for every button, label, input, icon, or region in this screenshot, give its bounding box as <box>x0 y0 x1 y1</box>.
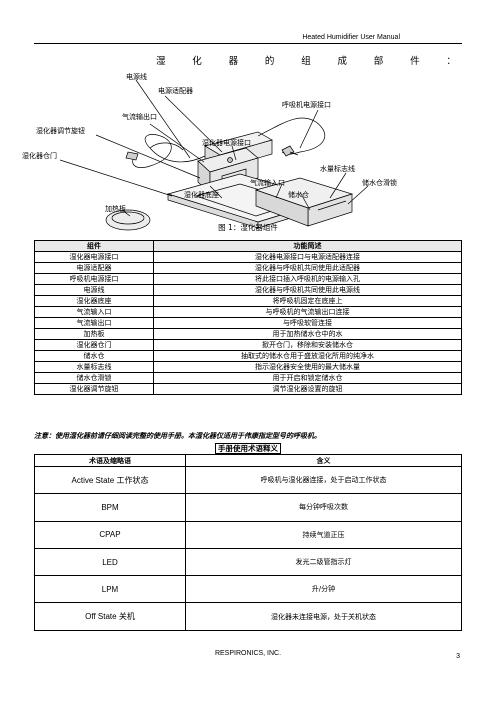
term: CPAP <box>34 520 186 549</box>
page-number: 3 <box>456 653 460 660</box>
callout-base: 湿化器底座 <box>184 191 219 199</box>
header-divider <box>34 43 462 44</box>
table-header-cell: 含义 <box>185 454 462 467</box>
table-header-cell: 术语及缩略语 <box>34 454 186 467</box>
term-meaning: 湿化器未连接电源，处于关机状态 <box>185 602 462 631</box>
table-header-cell: 组件 <box>34 240 154 252</box>
callout-air-inlet: 气流输入口 <box>250 179 285 187</box>
table-row: 储水仓抽取式的储水仓用于盛放湿化所用的纯净水 <box>34 350 462 362</box>
callout-tank: 储水仓 <box>288 191 309 199</box>
table-row: 电源线湿化器与呼吸机共同使用此电源线 <box>34 284 462 296</box>
component-description: 与呼吸软管连接 <box>153 317 462 329</box>
component-description: 调节湿化器设置的旋钮 <box>153 383 462 395</box>
terms-title: 手册使用术语释义 <box>0 443 496 454</box>
term: LED <box>34 547 186 577</box>
humidifier-illustration <box>59 79 369 231</box>
component-description: 掀开仓门，移除和安装储水仓 <box>153 339 462 351</box>
component-name: 加热板 <box>34 328 154 340</box>
section-title-char: 组 <box>301 56 311 67</box>
header-title: Heated Humidifier User Manual <box>302 34 400 41</box>
table-row: Active State 工作状态呼吸机与湿化器连接，处于启动工作状态 <box>34 465 462 495</box>
component-name: 电源线 <box>34 284 154 296</box>
section-title: 湿 化 器 的 组 成 部 件 ： <box>156 53 456 67</box>
components-table: 组件 功能简述 湿化器电源接口湿化器电源接口与电源适配器连接 电源适配器湿化器与… <box>34 240 462 395</box>
table-row: 水量标志线指示湿化器安全使用的最大储水量 <box>34 361 462 373</box>
figure-caption: 图 1：湿化器组件 <box>218 223 278 232</box>
table-row: 气流输出口与呼吸软管连接 <box>34 317 462 329</box>
table-row: 电源适配器湿化器与呼吸机共同使用此适配器 <box>34 262 462 274</box>
component-description: 将呼吸机固定在底座上 <box>153 295 462 307</box>
usage-note: 注意：使用湿化器前请仔细阅读完整的使用手册。本湿化器仅适用于伟康指定型号的呼吸机… <box>34 432 321 440</box>
term-meaning: 发光二级管指示灯 <box>185 547 462 577</box>
section-title-char: 件 <box>410 56 420 67</box>
component-description: 湿化器电源接口与电源适配器连接 <box>153 251 462 263</box>
table-row: 呼吸机电源接口将此接口插入呼吸机的电源输入孔 <box>34 273 462 285</box>
section-title-char: 成 <box>337 56 347 67</box>
table-header-row: 组件 功能简述 <box>34 240 462 252</box>
term-meaning: 每分钟呼吸次数 <box>185 493 462 522</box>
component-name: 呼吸机电源接口 <box>34 273 154 285</box>
component-name: 湿化器仓门 <box>34 339 154 351</box>
table-header-row: 术语及缩略语 含义 <box>34 454 462 467</box>
table-row: 气流输入口与呼吸机的气流输出口连接 <box>34 306 462 318</box>
callout-humidifier-power-inlet: 湿化器电源接口 <box>202 139 251 147</box>
callout-heater-plate: 加热板 <box>105 205 126 213</box>
component-name: 储水仓滑锁 <box>34 372 154 384</box>
component-name: 气流输出口 <box>34 317 154 329</box>
component-description: 将此接口插入呼吸机的电源输入孔 <box>153 273 462 285</box>
term: BPM <box>34 493 186 522</box>
term-meaning: 呼吸机与湿化器连接，处于启动工作状态 <box>185 465 462 495</box>
term: Active State 工作状态 <box>34 465 186 495</box>
component-name: 水量标志线 <box>34 361 154 373</box>
term-meaning: 持续气道正压 <box>185 520 462 549</box>
table-row: 湿化器底座将呼吸机固定在底座上 <box>34 295 462 307</box>
component-description: 指示湿化器安全使用的最大储水量 <box>153 361 462 373</box>
table-header-cell: 功能简述 <box>153 240 462 252</box>
section-title-char: 器 <box>228 56 239 67</box>
section-title-char: 的 <box>264 56 275 67</box>
callout-water-level: 水量标志线 <box>320 165 355 173</box>
section-title-char: ： <box>446 56 456 67</box>
component-name: 电源适配器 <box>34 262 154 274</box>
component-description: 抽取式的储水仓用于盛放湿化所用的纯净水 <box>153 350 462 362</box>
callout-ventilator-power-inlet: 呼吸机电源接口 <box>282 101 331 109</box>
term-meaning: 升/分钟 <box>185 575 462 604</box>
callout-humidifier-door: 湿化器仓门 <box>22 152 57 160</box>
callout-power-cord: 电源线 <box>126 73 147 81</box>
component-name: 湿化器电源接口 <box>34 251 154 263</box>
table-row: 储水仓滑锁用于开启和锁定储水仓 <box>34 372 462 384</box>
component-description: 湿化器与呼吸机共同使用此电源线 <box>153 284 462 296</box>
component-description: 用于加热储水仓中的水 <box>153 328 462 340</box>
section-title-char: 部 <box>373 56 384 67</box>
component-description: 用于开启和锁定储水仓 <box>153 372 462 384</box>
section-title-char: 化 <box>192 56 202 67</box>
table-row: Off State 关机湿化器未连接电源，处于关机状态 <box>34 602 462 631</box>
table-row: 湿化器电源接口湿化器电源接口与电源适配器连接 <box>34 251 462 263</box>
component-description: 与呼吸机的气流输出口连接 <box>153 306 462 318</box>
terms-table: 术语及缩略语 含义 Active State 工作状态呼吸机与湿化器连接，处于启… <box>34 454 462 631</box>
callout-adjust-knob: 湿化器调节旋钮 <box>36 127 85 135</box>
table-row: 加热板用于加热储水仓中的水 <box>34 328 462 340</box>
term: LPM <box>34 575 186 604</box>
component-name: 储水仓 <box>34 350 154 362</box>
callout-power-adapter: 电源适配器 <box>158 87 193 95</box>
footer-company: RESPIRONICS, INC. <box>214 650 282 657</box>
component-name: 湿化器底座 <box>34 295 154 307</box>
humidifier-components-diagram: 电源线 电源适配器 呼吸机电源接口 气流输出口 湿化器调节旋钮 湿化器电源接口 … <box>0 60 496 240</box>
terms-title-text: 手册使用术语释义 <box>215 443 281 454</box>
component-name: 气流输入口 <box>34 306 154 318</box>
table-row: 湿化器调节旋钮调节湿化器设置的旋钮 <box>34 383 462 395</box>
callout-air-outlet: 气流输出口 <box>122 113 157 121</box>
callout-tank-latch: 储水仓滑锁 <box>362 179 397 187</box>
section-title-char: 湿 <box>156 56 166 67</box>
component-description: 湿化器与呼吸机共同使用此适配器 <box>153 262 462 274</box>
table-row: 湿化器仓门掀开仓门，移除和安装储水仓 <box>34 339 462 351</box>
component-name: 湿化器调节旋钮 <box>34 383 154 395</box>
term: Off State 关机 <box>34 602 186 631</box>
